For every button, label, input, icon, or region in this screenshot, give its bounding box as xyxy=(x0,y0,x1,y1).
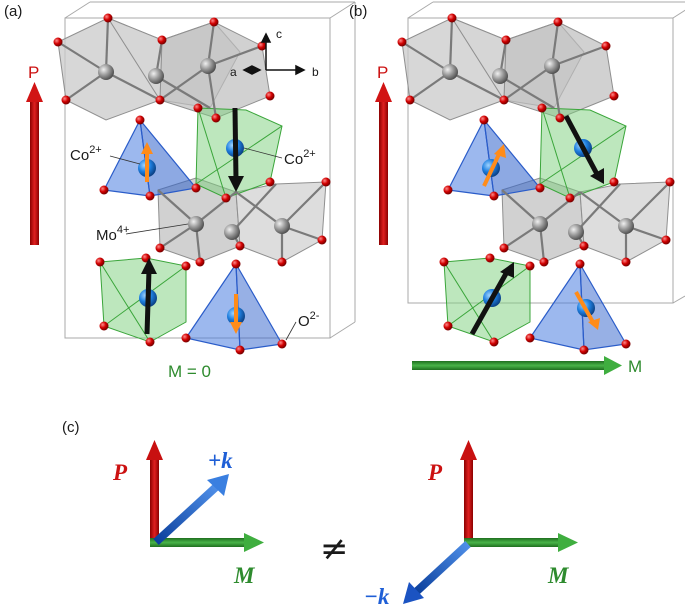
co-right-label-a: Co2+ xyxy=(284,148,316,168)
o-label-a: O2- xyxy=(298,310,320,330)
oxygen-atoms-a xyxy=(53,13,331,355)
magnetization-arrow-b xyxy=(412,356,622,375)
p-label-c-left: P xyxy=(112,460,128,485)
panel-c-label: (c) xyxy=(62,419,80,436)
m-label-c-right: M xyxy=(547,563,570,588)
m-zero-label-a: M = 0 xyxy=(168,362,211,381)
panel-a: (a) xyxy=(4,1,356,381)
axis-a-label: a xyxy=(230,65,237,79)
p-label-a: P xyxy=(28,63,39,82)
p-label-c-right: P xyxy=(427,460,443,485)
co-tetrahedron-upper-b xyxy=(447,118,542,197)
vector-diagram-right: P M −k xyxy=(364,440,578,609)
polarization-arrow-a xyxy=(26,82,43,245)
mo-label-a: Mo4+ xyxy=(96,224,129,244)
m-label-c-left: M xyxy=(233,563,256,588)
polarization-arrow-b xyxy=(375,82,392,245)
mo-octahedra-top-b xyxy=(401,16,615,121)
mo-atoms-b xyxy=(442,58,634,240)
k-label-c-right: −k xyxy=(364,584,390,609)
co-atoms-a xyxy=(138,107,245,335)
bonds-a xyxy=(57,17,327,263)
vector-diagram-left: P M +k xyxy=(112,440,264,588)
not-equal-sign: ≠ xyxy=(320,529,349,569)
m-label-b: M xyxy=(628,357,642,376)
co-tetrahedron-lower-a xyxy=(185,262,283,351)
crystal-axes-a: c a b xyxy=(230,27,319,79)
panel-b-label: (b) xyxy=(349,3,367,20)
panel-a-label: (a) xyxy=(4,3,22,20)
mo-octahedra-top-a xyxy=(57,16,271,121)
p-label-b: P xyxy=(377,63,388,82)
oxygen-atoms-b xyxy=(397,13,675,355)
co-left-label-a: Co2+ xyxy=(70,144,102,164)
co-tetrahedron-lower-b xyxy=(529,262,627,351)
mo-atoms-a xyxy=(98,58,290,240)
co-atoms-b xyxy=(469,114,604,336)
panel-b: (b) xyxy=(349,1,685,376)
axis-c-label: c xyxy=(276,27,282,41)
panel-c: (c) P M +k ≠ P M −k xyxy=(62,419,578,609)
axis-b-label: b xyxy=(312,65,319,79)
unit-cell-box-b xyxy=(407,1,685,304)
label-leaders-a xyxy=(109,147,297,341)
k-label-c-left: +k xyxy=(208,448,233,473)
